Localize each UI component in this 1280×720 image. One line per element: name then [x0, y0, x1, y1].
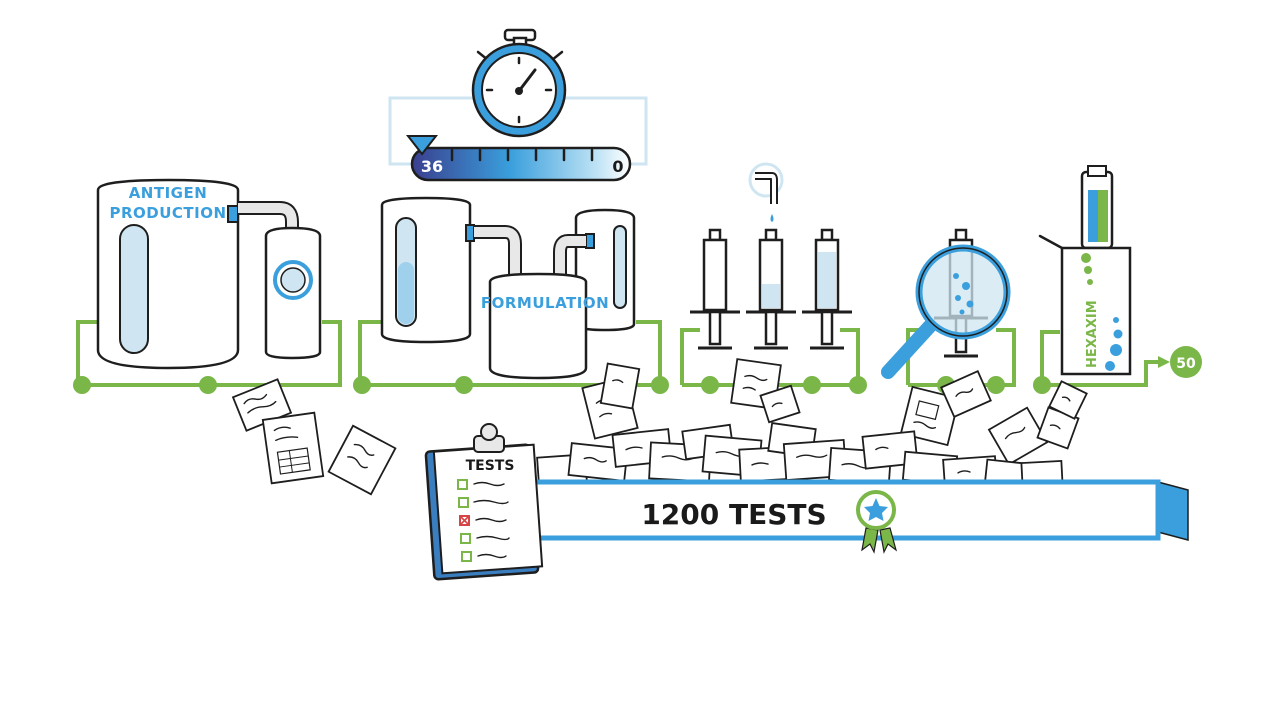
clipboard-icon: TESTS — [424, 423, 544, 581]
flying-documents — [231, 378, 397, 496]
stage-antigen-production: ANTIGEN PRODUCTION — [73, 178, 342, 394]
stage-inspection — [881, 228, 1016, 394]
award-ribbon-icon — [856, 490, 898, 554]
stage-filling — [680, 162, 867, 394]
antigen-label-line1: ANTIGEN — [129, 184, 208, 202]
clipboard-title: TESTS — [466, 458, 515, 474]
timer-end-value: 0 — [612, 157, 623, 176]
stage-packaging: HEXAXIM 50 — [1033, 165, 1202, 394]
stage-formulation: FORMULATION — [353, 196, 669, 394]
formulation-mixer — [488, 272, 588, 380]
tests-banner: 1200 TESTS — [529, 479, 1189, 554]
syringe-filling — [746, 228, 796, 350]
magnifier-icon — [881, 244, 1011, 379]
tank-window — [119, 224, 149, 354]
syringe-full — [802, 228, 852, 350]
tests-banner-text: 1200 TESTS — [641, 498, 826, 531]
timer-start-value: 36 — [421, 157, 443, 176]
output-count: 50 — [1176, 356, 1196, 372]
syringe-empty — [690, 228, 740, 350]
stopwatch-icon — [471, 28, 567, 138]
antigen-label-line2: PRODUCTION — [109, 204, 226, 222]
paper-pile — [536, 358, 1088, 490]
checkbox-icon — [457, 479, 472, 562]
vaccine-carton: HEXAXIM — [1038, 165, 1132, 376]
filling-nozzle-icon — [748, 162, 784, 222]
timer-group: 36 0 — [388, 28, 648, 182]
countdown-bar: 36 0 — [405, 135, 632, 182]
product-name: HEXAXIM — [1085, 300, 1100, 368]
timer-pointer — [405, 135, 439, 156]
output-count-badge: 50 — [1170, 346, 1202, 378]
formulation-label: FORMULATION — [481, 294, 609, 312]
